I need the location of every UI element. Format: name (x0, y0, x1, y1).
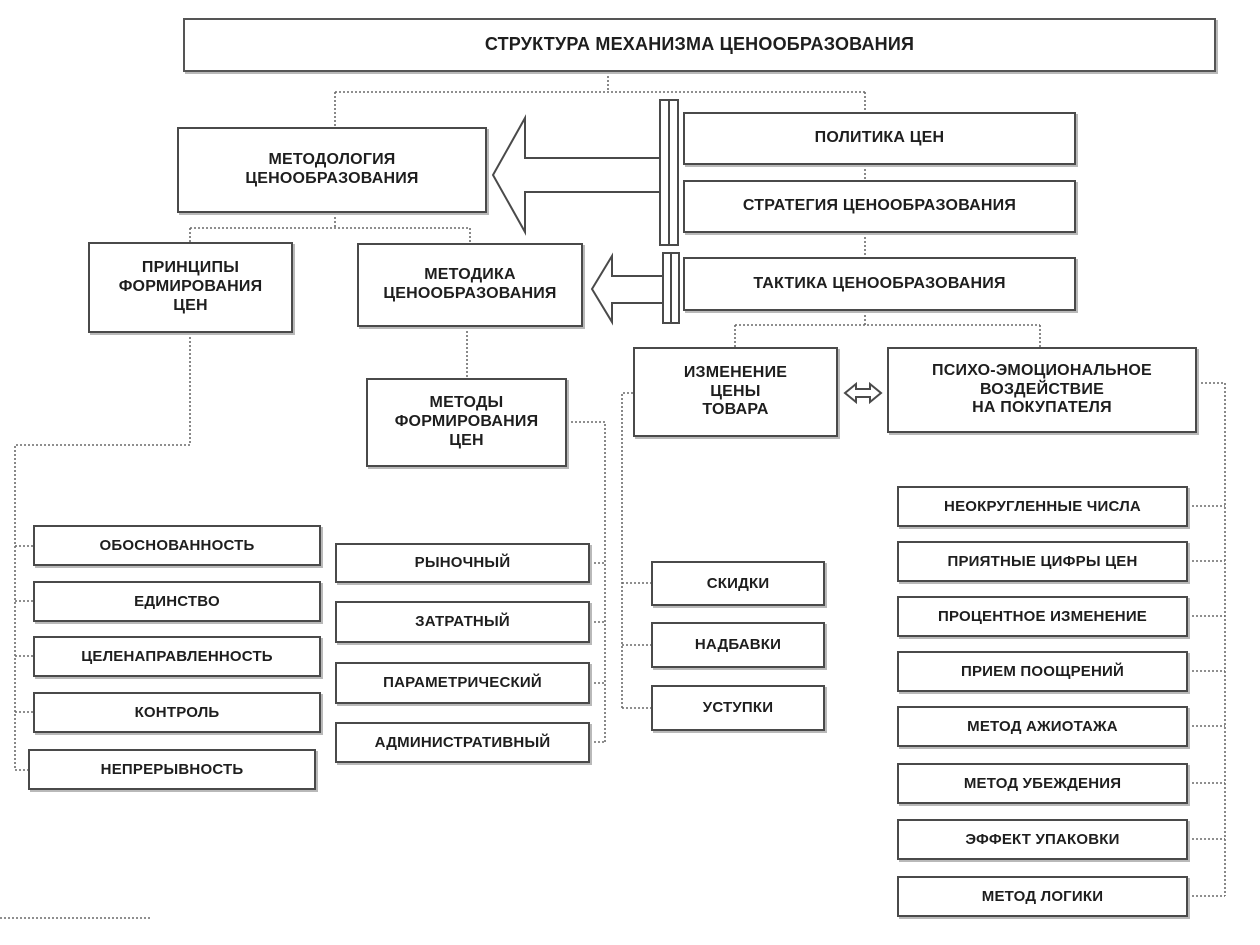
psycho-box: ПСИХО-ЭМОЦИОНАЛЬНОЕ ВОЗДЕЙСТВИЕ НА ПОКУП… (887, 347, 1197, 433)
big-left-arrow (491, 99, 679, 246)
price-change-box: ИЗМЕНЕНИЕ ЦЕНЫ ТОВАРА (633, 347, 838, 437)
principle-item: КОНТРОЛЬ (33, 692, 321, 733)
small-arrow-shape (590, 252, 664, 326)
principle-item: ОБОСНОВАННОСТЬ (33, 525, 321, 566)
tactics-box: ТАКТИКА ЦЕНООБРАЗОВАНИЯ (683, 257, 1076, 311)
psycho-item: ПРИЯТНЫЕ ЦИФРЫ ЦЕН (897, 541, 1188, 582)
big-arrow-shape (491, 114, 661, 236)
connector-tactics (734, 311, 1041, 347)
principle-item: НЕПРЕРЫВНОСТЬ (28, 749, 316, 790)
change-item: СКИДКИ (651, 561, 825, 606)
method-item: ПАРАМЕТРИЧЕСКИЙ (335, 662, 590, 704)
psycho-item: ПРИЕМ ПООЩРЕНИЙ (897, 651, 1188, 692)
connector-principles (14, 333, 191, 771)
connector-psycho (1188, 382, 1226, 897)
psycho-item: МЕТОД АЖИОТАЖА (897, 706, 1188, 747)
principle-item: ЦЕЛЕНАПРАВЛЕННОСТЬ (33, 636, 321, 677)
connector-methods (567, 421, 606, 743)
principle-item: ЕДИНСТВО (33, 581, 321, 622)
method-item: РЫНОЧНЫЙ (335, 543, 590, 583)
psycho-item: МЕТОД ЛОГИКИ (897, 876, 1188, 917)
method-item: АДМИНИСТРАТИВНЫЙ (335, 722, 590, 763)
small-left-arrow (590, 252, 680, 326)
technique-box: МЕТОДИКА ЦЕНООБРАЗОВАНИЯ (357, 243, 583, 327)
principles-box: ПРИНЦИПЫ ФОРМИРОВАНИЯ ЦЕН (88, 242, 293, 333)
psycho-item: ЭФФЕКТ УПАКОВКИ (897, 819, 1188, 860)
psycho-item: МЕТОД УБЕЖДЕНИЯ (897, 763, 1188, 804)
double-arrow (843, 381, 883, 405)
methods-box: МЕТОДЫ ФОРМИРОВАНИЯ ЦЕН (366, 378, 567, 467)
connector-methodology (189, 213, 471, 243)
psycho-item: ПРОЦЕНТНОЕ ИЗМЕНЕНИЕ (897, 596, 1188, 637)
psycho-item: НЕОКРУГЛЕННЫЕ ЧИСЛА (897, 486, 1188, 527)
policy-box: ПОЛИТИКА ЦЕН (683, 112, 1076, 165)
strategy-box: СТРАТЕГИЯ ЦЕНООБРАЗОВАНИЯ (683, 180, 1076, 233)
method-item: ЗАТРАТНЫЙ (335, 601, 590, 643)
connector-title (334, 72, 866, 127)
change-item: НАДБАВКИ (651, 622, 825, 668)
change-item: УСТУПКИ (651, 685, 825, 731)
diagram-title: СТРУКТУРА МЕХАНИЗМА ЦЕНООБРАЗОВАНИЯ (183, 18, 1216, 72)
methodology-box: МЕТОДОЛОГИЯ ЦЕНООБРАЗОВАНИЯ (177, 127, 487, 213)
